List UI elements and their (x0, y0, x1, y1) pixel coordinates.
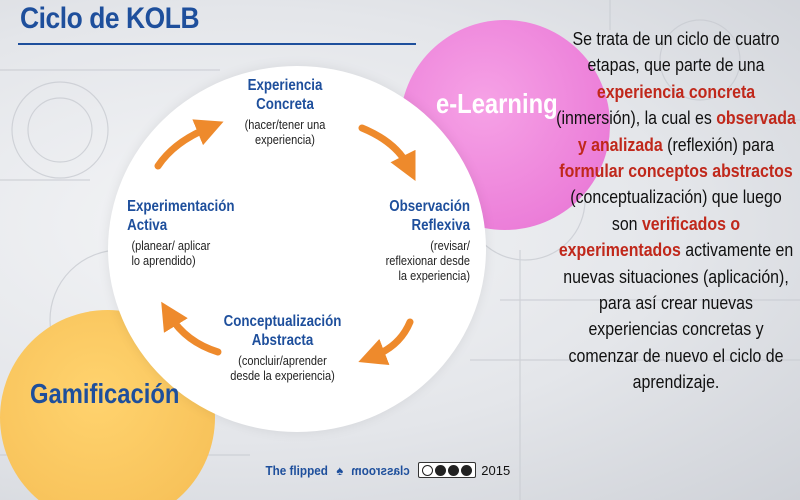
description-text: (inmersión), la cual es (556, 107, 712, 129)
description-highlight: experiencia concreta (596, 80, 756, 102)
stage-description: experiencia) (255, 133, 315, 147)
arrow-bottom-right (358, 318, 414, 366)
stage-name: Reflexiva (411, 217, 470, 234)
stage-description: (concluir/aprender (238, 354, 327, 368)
stage-name: Abstracta (251, 332, 314, 349)
creative-commons-icon (418, 462, 477, 478)
stage-description: la experiencia) (398, 269, 470, 283)
description-highlight: observada y analizada (577, 107, 796, 155)
description-text: Se trata de un ciclo de cuatro etapas, q… (572, 28, 780, 76)
gamificacion-label: Gamificación (30, 378, 180, 409)
title-underline (18, 43, 416, 45)
stage-description: (hacer/tener una (244, 118, 326, 132)
arrow-top-right (358, 124, 416, 182)
footer-year: 2015 (481, 462, 511, 478)
stage-name: Observación (389, 198, 470, 215)
elearning-label: e-Learning (436, 88, 558, 119)
brand-logo-icon: ♠ (336, 462, 344, 478)
stage-description: lo aprendido) (131, 254, 196, 268)
stage-description: reflexionar desde (385, 254, 470, 268)
footer-credit: The flipped ♠ classroom 2015 (262, 462, 510, 478)
description-highlight: formular conceptos abstractos (559, 160, 793, 182)
footer-brand: The flipped (265, 462, 328, 478)
stage-name: Activa (127, 217, 168, 234)
stage-name: Conceptualización (223, 313, 342, 330)
description-text: (reflexión) para (667, 133, 775, 155)
arrow-bottom-left (161, 301, 222, 356)
stage-name: Concreta (256, 96, 314, 113)
page-title: Ciclo de KOLB (20, 2, 200, 35)
stage-description: (revisar/ (430, 239, 470, 253)
kolb-description: Se trata de un ciclo de cuatro etapas, q… (556, 26, 796, 396)
description-text: (conceptualización) que luego son (570, 186, 782, 234)
description-text: activamente en nuevas situaciones (aplic… (563, 239, 794, 393)
stage-description: (planear/ aplicar (131, 239, 211, 253)
kolb-cycle-circle (108, 66, 486, 432)
description-highlight: verificados o experimentados (558, 212, 741, 261)
stage-name: Experiencia (247, 77, 323, 94)
footer-brand-flipped: classroom (351, 462, 411, 478)
stage-name: Experimentación (127, 198, 235, 215)
stage-description: desde la experiencia) (230, 369, 335, 383)
arrow-top-left (154, 119, 224, 170)
